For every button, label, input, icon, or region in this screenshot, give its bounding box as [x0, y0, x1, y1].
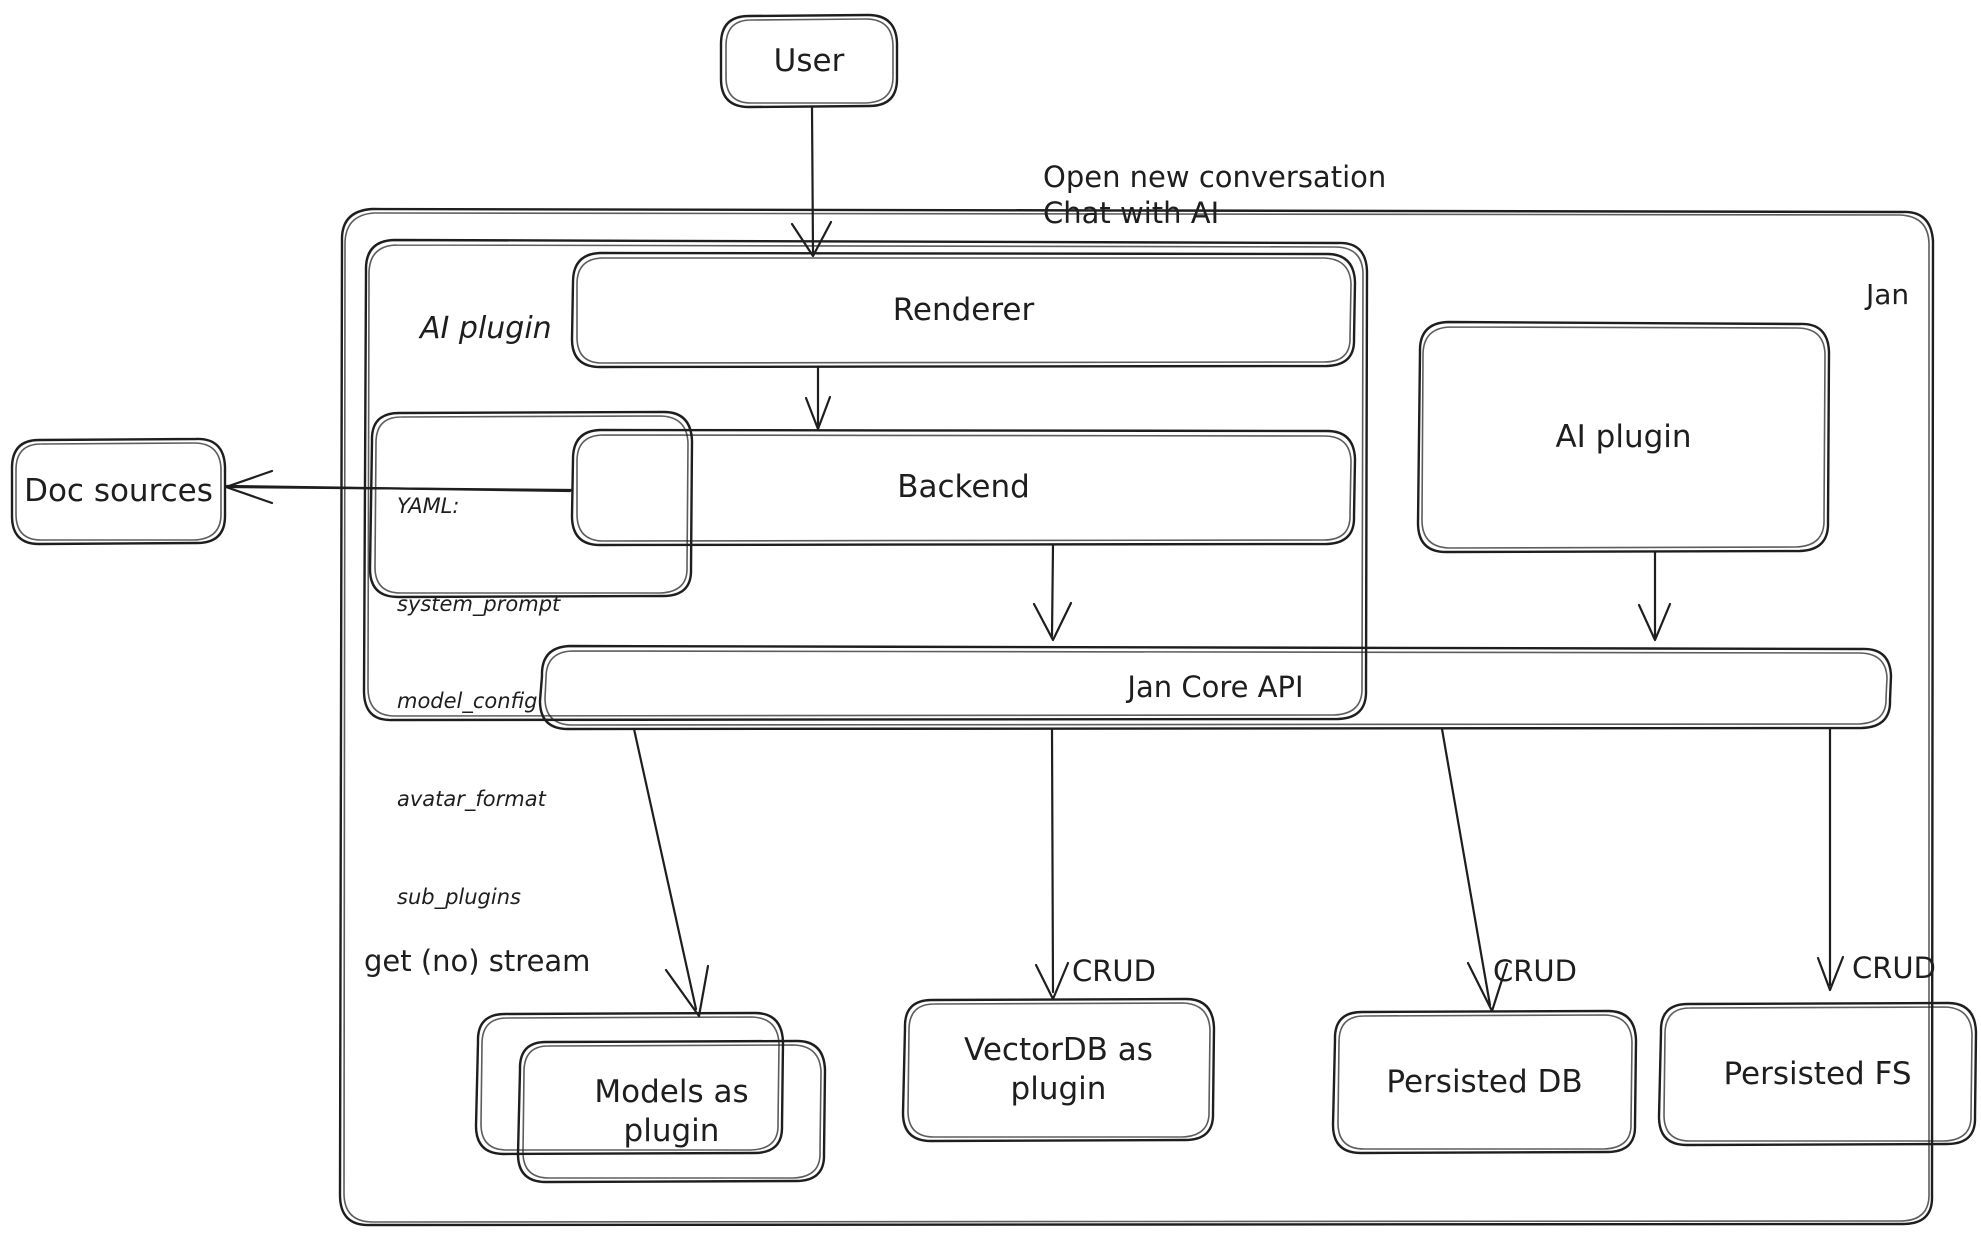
user-box-shape — [719, 13, 899, 109]
edge-label-crud-persisted-db: CRUD — [1493, 954, 1577, 988]
doc-sources-box-shape — [10, 437, 227, 546]
yaml-card-header: YAML: — [397, 494, 460, 519]
persisted-db-box-label[interactable]: Persisted DB — [1386, 1063, 1583, 1100]
vectordb-plugin-box-label[interactable]: VectorDB as plugin — [964, 1032, 1153, 1107]
yaml-card-shape — [368, 410, 694, 599]
edge-label-crud-vectordb: CRUD — [1072, 954, 1156, 988]
ai-plugin-box-label[interactable]: AI plugin — [1555, 418, 1692, 455]
renderer-box-label[interactable]: Renderer — [892, 291, 1035, 328]
edge-core-to-vectordb — [1034, 727, 1070, 1001]
backend-box-label[interactable]: Backend — [897, 469, 1030, 506]
user-box-label[interactable]: User — [773, 43, 845, 80]
edge-backend-to-core — [1032, 543, 1073, 642]
edge-backend-to-doc-sources — [224, 469, 574, 505]
vectordb-plugin-box-shape — [901, 997, 1216, 1143]
ai-plugin-group-shape — [362, 238, 1369, 722]
edge-renderer-to-backend — [804, 365, 832, 431]
edge-label-get-no-stream: get (no) stream — [364, 944, 591, 978]
jan-container-label: Jan — [1866, 278, 1910, 311]
ai-plugin-box-shape — [1416, 320, 1831, 554]
jan-core-api-box-label[interactable]: Jan Core API — [1127, 670, 1304, 705]
persisted-fs-box-label[interactable]: Persisted FS — [1723, 1055, 1912, 1092]
edge-core-to-persisted-fs — [1816, 727, 1845, 992]
yaml-key-sub-plugins: sub_plugins — [397, 884, 521, 909]
jan-core-api-box-shape — [538, 644, 1893, 731]
renderer-box-shape — [570, 251, 1357, 369]
yaml-key-avatar-format: avatar_format — [397, 787, 546, 812]
jan-container-shape — [338, 207, 1935, 1227]
models-plugin-box-label[interactable]: Models as plugin — [594, 1074, 749, 1149]
models-plugin-box-shape — [474, 1011, 827, 1184]
doc-sources-box-label[interactable]: Doc sources — [24, 473, 213, 510]
edge-core-to-models — [632, 727, 710, 1018]
yaml-card-content: YAML: system_prompt model_config avatar_… — [397, 425, 560, 978]
yaml-key-model-config: model_config — [397, 689, 538, 714]
yaml-key-system-prompt: system_prompt — [397, 591, 561, 616]
persisted-db-box-shape — [1331, 1009, 1638, 1155]
edge-label-crud-persisted-fs: CRUD — [1852, 951, 1936, 985]
edge-label-user-to-renderer: Open new conversation Chat with AI — [1043, 160, 1387, 231]
backend-box-shape — [570, 428, 1357, 547]
edge-user-to-renderer — [790, 105, 833, 258]
ai-plugin-group-label: AI plugin — [420, 311, 552, 346]
edge-ai-plugin-to-core — [1637, 550, 1672, 642]
persisted-fs-box-shape — [1657, 1001, 1978, 1147]
